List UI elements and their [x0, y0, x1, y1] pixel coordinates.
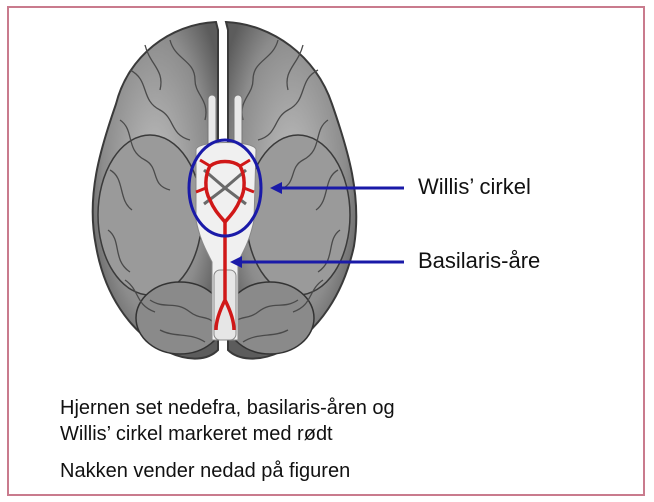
- basilaris-label: Basilaris-åre: [418, 248, 540, 274]
- brain-illustration: [93, 22, 357, 359]
- caption-line-1: Hjernen set nedefra, basilaris-åren og: [60, 395, 395, 421]
- left-temporal-lobe: [98, 135, 202, 295]
- right-temporal-lobe: [246, 135, 350, 295]
- right-cerebellum: [226, 282, 314, 354]
- caption-line-3: Nakken vender nedad på figuren: [60, 458, 350, 484]
- caption-line-2: Willis’ cirkel markeret med rødt: [60, 421, 333, 447]
- left-cerebellum: [136, 282, 224, 354]
- willis-label: Willis’ cirkel: [418, 174, 531, 200]
